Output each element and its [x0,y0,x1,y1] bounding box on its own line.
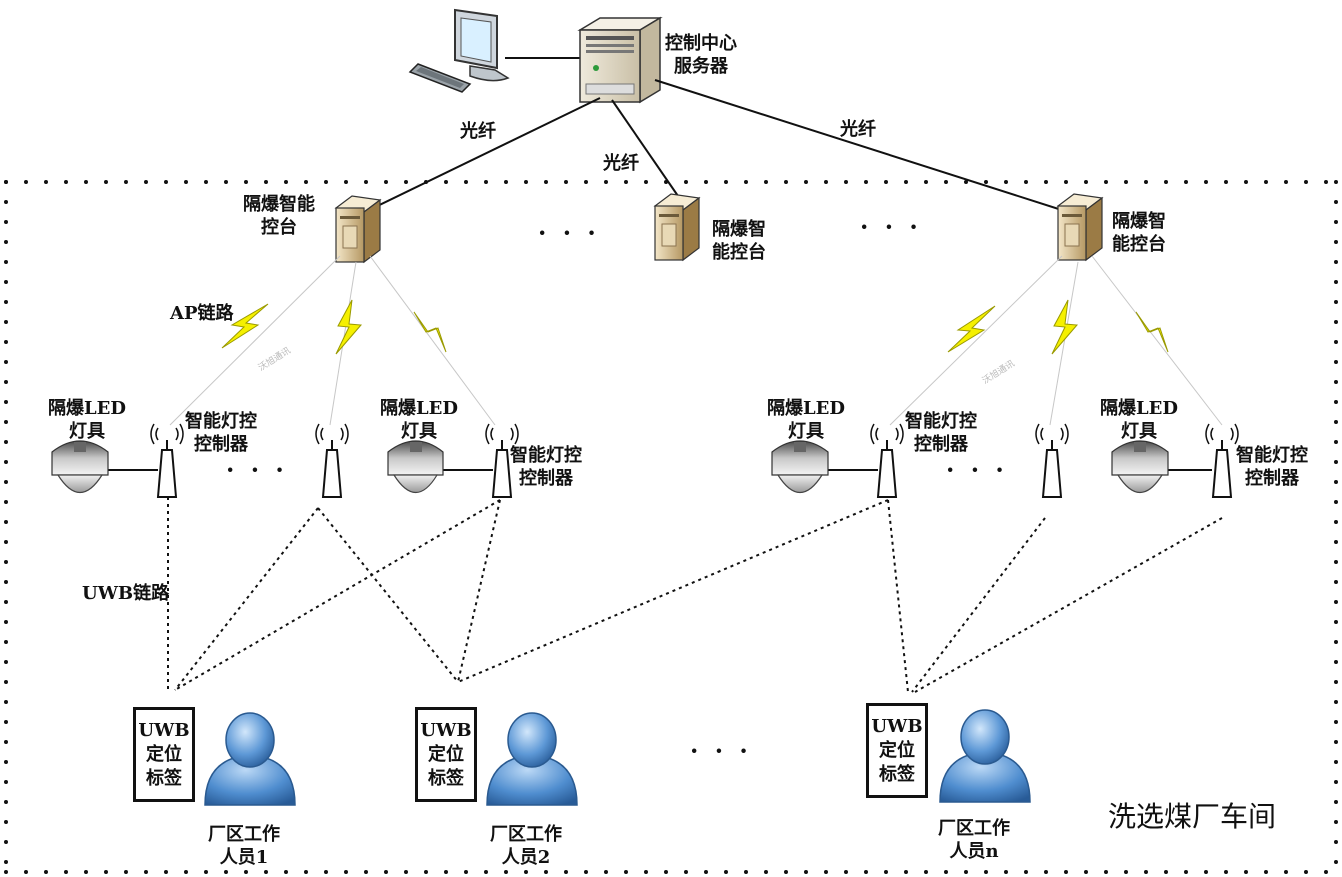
antenna-icon [150,423,184,498]
lamp-label-1: 隔爆LED 灯具 [48,397,126,443]
controller-label-2: 智能灯控 控制器 [510,444,582,490]
lamp-label-1-line1: 隔爆LED [48,398,126,419]
console-right-line1: 隔爆智 [1112,211,1166,232]
uwb-tag-1-line1: UWB [138,719,190,741]
antenna-icon [1035,423,1069,498]
console-middle-line2: 能控台 [712,242,766,263]
fiber-label-middle: 光纤 [603,153,639,174]
uwb-tag-1: UWB 定位 标签 [133,707,195,802]
console-right-icon [1056,193,1104,262]
controller-label-1: 智能灯控 控制器 [185,410,257,456]
worker-1-line1: 厂区工作 [208,824,280,845]
worker-n-label: 厂区工作 人员n [938,817,1010,863]
control-server-icon [577,16,663,104]
workshop-boundary [4,180,1338,874]
led-lamp-icon [51,440,158,493]
antenna-icon [1205,423,1239,498]
uwb-links [167,497,1223,693]
controller-label-2-line2: 控制器 [519,468,573,489]
controller-label-1-line1: 智能灯控 [185,411,257,432]
lamp-label-2-line2: 灯具 [401,421,437,442]
controller-label-3-line1: 智能灯控 [905,411,977,432]
worker-n-line2: 人员n [949,841,999,862]
server-label-line1: 控制中心 [665,33,737,54]
ellipsis-consoles-left: · · · [538,218,600,247]
controller-label-4-line1: 智能灯控 [1236,445,1308,466]
ellipsis-workers: · · · [690,736,752,765]
console-middle-line1: 隔爆智 [712,219,766,240]
controller-label-1-line2: 控制器 [194,434,248,455]
lamp-label-4-line2: 灯具 [1121,421,1157,442]
lamp-label-3-line1: 隔爆LED [767,398,845,419]
controller-label-3: 智能灯控 控制器 [905,410,977,456]
console-middle-label: 隔爆智 能控台 [712,218,766,264]
ellipsis-lamps-right: · · · [946,455,1008,484]
led-lamp-icon [387,440,493,493]
controller-label-4: 智能灯控 控制器 [1236,444,1308,490]
fiber-links [364,79,1069,213]
led-lamp-icon [771,440,878,493]
uwb-tag-2-line2: 定位 [428,743,464,765]
lamp-label-4: 隔爆LED 灯具 [1100,397,1178,443]
ellipsis-consoles-right: · · · [860,212,922,241]
controller-label-4-line2: 控制器 [1245,468,1299,489]
uwb-link-label: UWB链路 [82,583,170,604]
computer-terminal-icon [408,8,585,93]
server-label: 控制中心 服务器 [665,32,737,78]
uwb-tag-2: UWB 定位 标签 [415,707,477,802]
fiber-label-left: 光纤 [460,121,496,142]
controller-antennas [150,423,1239,498]
uwb-tag-n-line1: UWB [871,715,923,737]
ap-link-label: AP链路 [170,303,234,324]
antenna-icon [315,423,349,498]
uwb-tag-1-line3: 标签 [146,767,182,789]
console-middle-icon [653,193,701,262]
worker-1-label: 厂区工作 人员1 [208,823,280,869]
uwb-tag-2-line3: 标签 [428,767,464,789]
lamp-label-2-line1: 隔爆LED [380,398,458,419]
worker-n-icon [939,709,1031,803]
controller-label-2-line1: 智能灯控 [510,445,582,466]
console-right-line2: 能控台 [1112,234,1166,255]
antenna-icon [870,423,904,498]
uwb-tag-n-line3: 标签 [879,763,915,785]
console-left-line2: 控台 [261,217,297,238]
fiber-label-right: 光纤 [840,119,876,140]
uwb-tag-2-line1: UWB [420,719,472,741]
lamp-label-3-line2: 灯具 [788,421,824,442]
lamp-label-3: 隔爆LED 灯具 [767,397,845,443]
worker-2-icon [486,712,578,806]
worker-1-icon [204,712,296,806]
worker-2-label: 厂区工作 人员2 [490,823,562,869]
workshop-area-label: 洗选煤厂车间 [1108,800,1277,833]
led-lamps [51,440,1212,493]
server-label-line2: 服务器 [674,56,728,77]
ap-wireless-links [169,255,1223,426]
worker-n-line1: 厂区工作 [938,818,1010,839]
lamp-label-1-line2: 灯具 [69,421,105,442]
uwb-tag-1-line2: 定位 [146,743,182,765]
ellipsis-lamps-left: · · · [226,455,288,484]
console-left-icon [334,195,382,264]
console-right-label: 隔爆智 能控台 [1112,210,1166,256]
lamp-label-2: 隔爆LED 灯具 [380,397,458,443]
uwb-tag-n: UWB 定位 标签 [866,703,928,798]
uwb-tag-n-line2: 定位 [879,739,915,761]
lamp-label-4-line1: 隔爆LED [1100,398,1178,419]
led-lamp-icon [1111,440,1212,493]
worker-1-line2: 人员1 [219,847,269,868]
worker-2-line2: 人员2 [501,847,551,868]
console-left-label: 隔爆智能 控台 [243,193,315,239]
controller-label-3-line2: 控制器 [914,434,968,455]
antenna-icon [485,423,519,498]
console-left-line1: 隔爆智能 [243,194,315,215]
worker-2-line1: 厂区工作 [490,824,562,845]
